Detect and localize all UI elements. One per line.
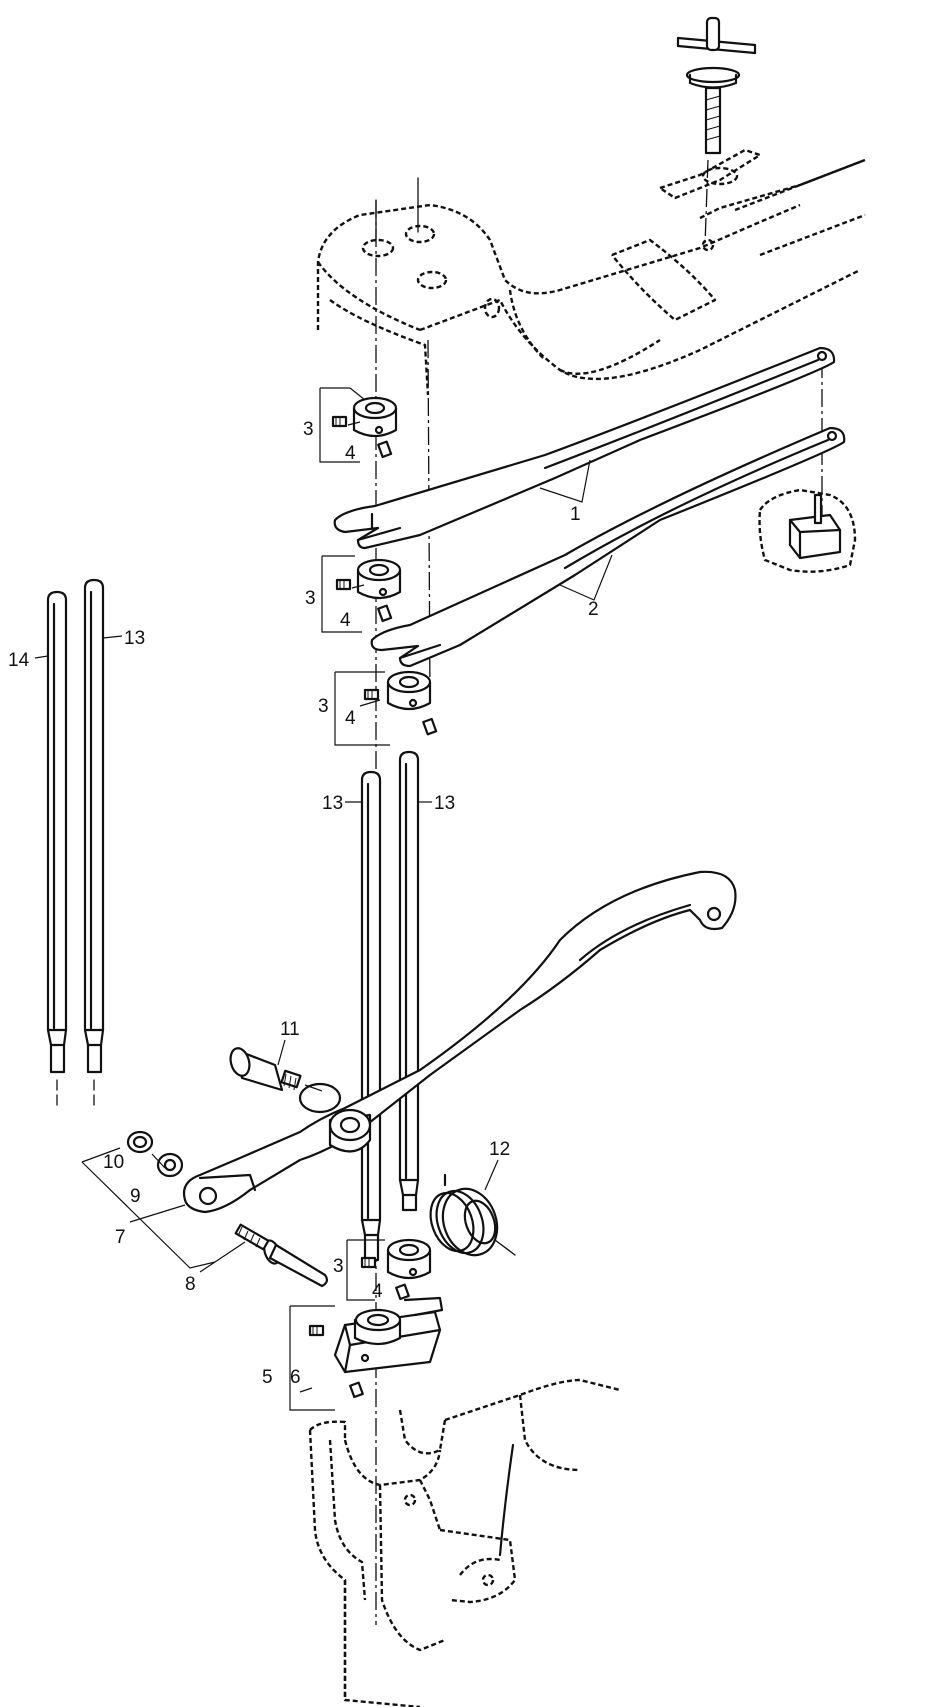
rod-13-left [83, 578, 105, 1111]
callout-1: 1 [570, 504, 581, 525]
rod-13-center-right [398, 750, 420, 1212]
collar-set-a [319, 387, 398, 463]
lower-housing-outline [308, 1378, 621, 1707]
collar-set-c [334, 670, 438, 746]
pivot-block [758, 488, 857, 573]
plate-5 [289, 1296, 444, 1411]
rod-14 [46, 590, 68, 1111]
lever-1 [333, 346, 836, 550]
main-lever [182, 870, 737, 1214]
callout-9: 9 [130, 1186, 141, 1207]
callout-12: 12 [489, 1139, 510, 1160]
callout-2: 2 [588, 599, 599, 620]
lever-2 [370, 426, 846, 668]
callout-4-third: 4 [345, 708, 356, 729]
callout-3-top: 3 [303, 419, 314, 440]
spring-12 [429, 1173, 516, 1257]
callout-8: 8 [185, 1274, 196, 1295]
callout-4-second: 4 [340, 610, 351, 631]
bracket-7-8 [81, 1147, 216, 1269]
callout-6: 6 [290, 1367, 301, 1388]
callout-3-second: 3 [305, 588, 316, 609]
callout-13-center: 13 [322, 793, 343, 814]
collar-set-d [346, 1238, 432, 1301]
callout-4-top: 4 [345, 443, 356, 464]
callout-7: 7 [115, 1227, 126, 1248]
nut-9 [156, 1152, 184, 1178]
bushing-11 [229, 1047, 326, 1093]
collar-set-b [321, 555, 402, 633]
callout-13-right: 13 [434, 793, 455, 814]
rod-13-center-left [360, 770, 382, 1262]
leader-lines [34, 421, 613, 1393]
callout-3-third: 3 [318, 696, 329, 717]
callout-11: 11 [280, 1019, 300, 1040]
callout-4-lower: 4 [372, 1281, 383, 1302]
nut-10 [126, 1130, 154, 1154]
callout-3-lower: 3 [333, 1256, 344, 1277]
callout-13-left: 13 [124, 628, 145, 649]
upper-housing-outline [316, 148, 866, 396]
callout-5: 5 [262, 1367, 273, 1388]
bolt-8 [234, 1223, 329, 1288]
callout-10: 10 [103, 1152, 124, 1173]
t-bolt-top [676, 16, 757, 246]
callout-14: 14 [8, 650, 30, 671]
